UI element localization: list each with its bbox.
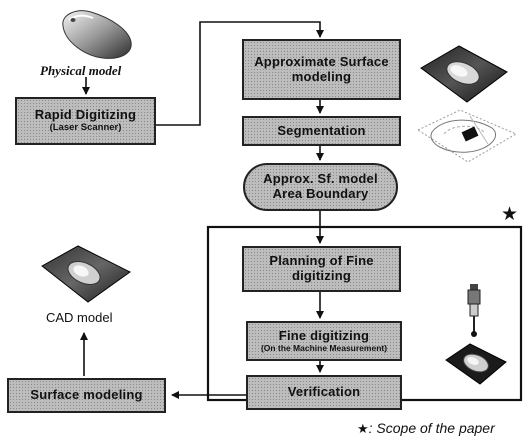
fine-digitizing-box: Fine digitizing (On the Machine Measurem… <box>246 321 402 361</box>
surface-modeling-title: Surface modeling <box>30 387 143 403</box>
area-boundary-line1: Approx. Sf. model <box>263 171 378 187</box>
fine-digitizing-subtitle: (On the Machine Measurement) <box>260 342 388 353</box>
star-marker: ★ <box>501 204 519 225</box>
segmentation-box: Segmentation <box>242 116 401 146</box>
planning-box: Planning of Fine digitizing <box>242 246 401 292</box>
legend-star: ★ <box>357 421 369 436</box>
surface-modeling-box: Surface modeling <box>7 378 166 413</box>
approx-surface-box: Approximate Surface modeling <box>242 39 401 100</box>
approx-surface-title: Approximate Surface modeling <box>254 53 389 84</box>
legend-text: : Scope of the paper <box>368 420 495 436</box>
mouse-image <box>62 10 132 59</box>
approx-surface-model-image <box>420 45 508 103</box>
cad-model-label: CAD model <box>46 310 113 325</box>
scope-legend: ★: Scope of the paper <box>357 420 495 437</box>
segmentation-title: Segmentation <box>277 122 366 138</box>
area-boundary-line2: Area Boundary <box>272 186 369 201</box>
cad-model-image <box>41 245 131 303</box>
rapid-digitizing-subtitle: (Laser Scanner) <box>49 122 122 133</box>
physical-model-label: Physical model <box>40 63 122 78</box>
segmentation-wireframe-image <box>416 109 518 163</box>
verification-box: Verification <box>246 375 402 410</box>
rapid-digitizing-title: Rapid Digitizing <box>34 107 137 123</box>
verification-title: Verification <box>287 384 361 400</box>
arrow-rapid-to-approx <box>155 21 324 126</box>
planning-title: Planning of Fine digitizing <box>269 253 374 283</box>
fine-digitizing-title: Fine digitizing <box>278 327 370 343</box>
area-boundary-box: Approx. Sf. model Area Boundary <box>243 163 398 211</box>
rapid-digitizing-box: Rapid Digitizing (Laser Scanner) <box>15 97 156 145</box>
probe-measurement-image <box>445 284 507 385</box>
